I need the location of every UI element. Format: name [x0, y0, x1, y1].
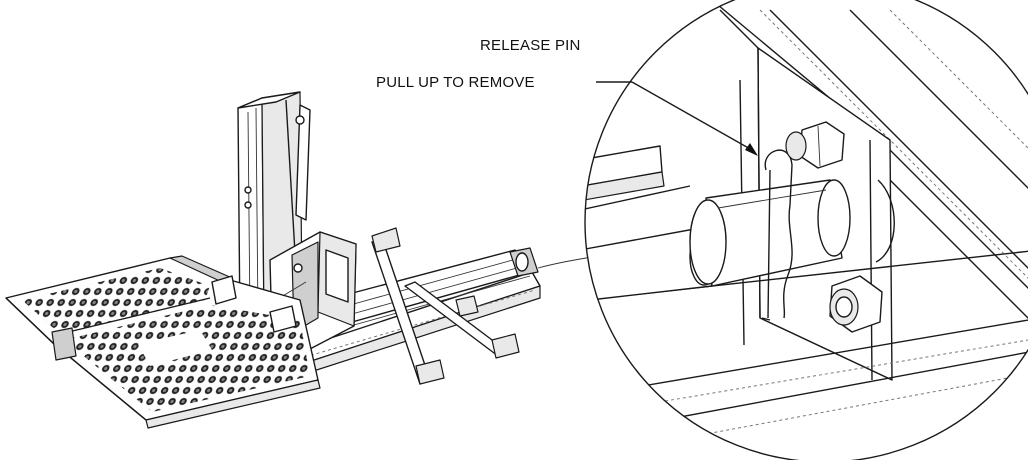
perforated-platform: [5, 255, 321, 429]
wheelchair-lift: [5, 91, 606, 429]
callout-leader: [596, 81, 758, 156]
release-pin-detail: [584, 0, 1028, 460]
lower-nut: [829, 275, 883, 333]
pull-up-label: PULL UP TO REMOVE: [376, 74, 535, 91]
release-pin: [761, 149, 793, 321]
upper-nut: [785, 121, 845, 169]
base-track: [287, 247, 541, 377]
release-pin-label: RELEASE PIN: [480, 37, 581, 54]
outrigger-arms: [371, 227, 520, 385]
